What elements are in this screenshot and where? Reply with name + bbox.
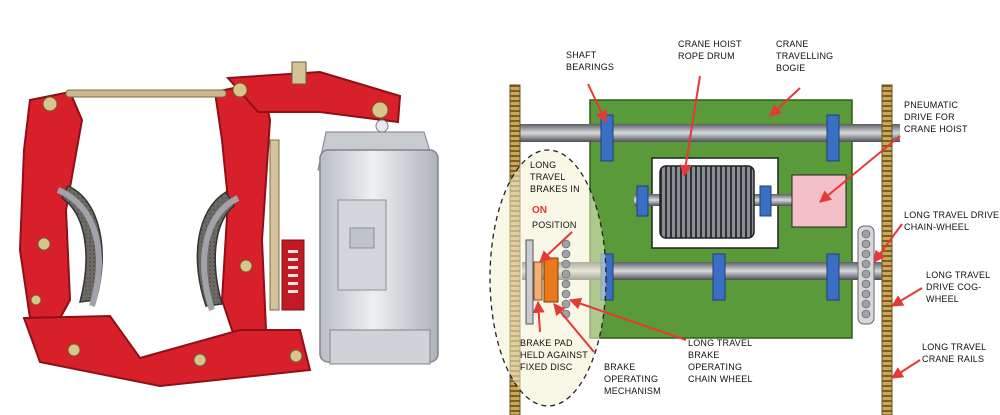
crane-diagram: SHAFT BEARINGS CRANE HOIST ROPE DRUM CRA… xyxy=(489,39,1000,415)
pin xyxy=(289,349,303,363)
top-axle xyxy=(520,124,900,142)
label-position: POSITION xyxy=(532,220,577,230)
arrow-lt-brakes xyxy=(539,231,573,263)
label-bogie: CRANE TRAVELLING BOGIE xyxy=(776,39,836,73)
hoist-bearing xyxy=(759,185,772,217)
pin xyxy=(42,96,58,112)
label-brake-mech: BRAKE OPERATING MECHANISM xyxy=(604,362,661,396)
arrow-brake-mech xyxy=(553,303,595,353)
brake-tie-rod xyxy=(65,89,227,98)
pin xyxy=(67,343,81,357)
label-on: ON xyxy=(532,205,547,216)
shaft-bearing xyxy=(600,114,614,162)
label-lt-brakes: LONG TRAVEL BRAKES IN xyxy=(530,160,580,194)
arrow-rope-drum xyxy=(679,75,701,178)
label-lt-chain-wheel: LONG TRAVEL DRIVE CHAIN-WHEEL xyxy=(904,210,1000,232)
arrow-brake-pad xyxy=(532,300,545,333)
brake-pad xyxy=(533,261,543,301)
label-rope-drum: CRANE HOIST ROPE DRUM xyxy=(678,39,744,61)
drum-brake-photo xyxy=(18,61,439,388)
fixed-disc xyxy=(525,239,534,325)
pin xyxy=(239,259,253,273)
label-brake-pad: BRAKE PAD HELD AGAINST FIXED DISC xyxy=(520,338,590,372)
label-shaft-bearings: SHAFT BEARINGS xyxy=(566,50,614,72)
pin xyxy=(37,237,51,251)
hoist-bearing xyxy=(636,185,649,217)
brake-top-lever xyxy=(225,70,402,124)
brake-left-arm xyxy=(18,90,84,324)
pin xyxy=(30,294,42,306)
pin xyxy=(193,353,207,367)
shaft-bearing xyxy=(826,114,840,162)
brake-base-plate xyxy=(22,314,312,388)
arrow-rails xyxy=(890,359,921,379)
brake-left-shoe xyxy=(61,185,103,303)
label-lt-cog-wheel: LONG TRAVEL DRIVE COG- WHEEL xyxy=(926,270,993,304)
arrow-cog-wheel xyxy=(890,287,923,307)
rope-drum xyxy=(659,165,755,239)
pneumatic-drive-box xyxy=(791,174,847,228)
shaft-bearing xyxy=(826,253,840,301)
brake-operating-mechanism xyxy=(543,257,559,303)
arrow-chain-wheel xyxy=(873,223,903,263)
arrow-pneumatic xyxy=(819,135,901,203)
label-lt-brake-chain: LONG TRAVEL BRAKE OPERATING CHAIN WHEEL xyxy=(688,338,755,384)
pin xyxy=(371,101,389,119)
lt-drive-chain-wheel xyxy=(857,225,875,325)
pin xyxy=(232,82,248,98)
arrow-bogie xyxy=(769,87,801,117)
arrow-brake-chain xyxy=(568,297,687,341)
label-pneumatic: PNEUMATIC DRIVE FOR CRANE HOIST xyxy=(904,100,968,134)
arrow-shaft-bearings xyxy=(587,83,607,124)
shaft-bearing xyxy=(712,253,726,301)
brake-spring-rod xyxy=(269,139,280,311)
label-lt-rails: LONG TRAVEL CRANE RAILS xyxy=(922,342,989,364)
bottom-axle xyxy=(522,262,892,280)
